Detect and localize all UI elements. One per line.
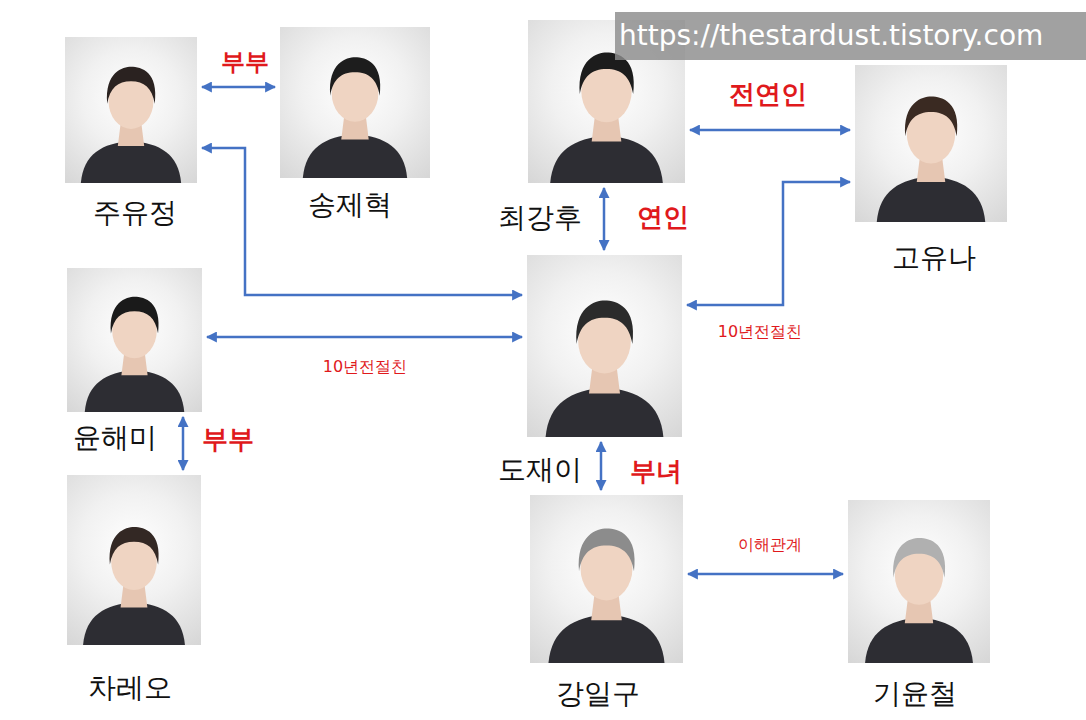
character-portrait: 강일구: [530, 495, 683, 663]
portrait-illustration: [848, 500, 990, 663]
relation-label: 부부: [219, 48, 271, 77]
character-name: 최강후: [498, 201, 582, 235]
relation-label: 10년전절친: [716, 322, 804, 341]
portrait-shape: [110, 527, 159, 565]
relation-arrow: [690, 129, 850, 132]
character-portrait: 기윤철: [848, 500, 990, 663]
portrait-illustration: [65, 37, 197, 183]
relation-label: 전연인: [727, 79, 809, 110]
character-portrait: 차레오: [67, 475, 201, 645]
character-portrait: 도재이: [527, 255, 682, 437]
relation-arrow: [600, 442, 603, 490]
portrait-illustration: [855, 65, 1007, 222]
portrait-shape: [83, 602, 185, 645]
portrait-shape: [905, 96, 957, 136]
relation-label: 부부: [200, 424, 256, 455]
portrait-illustration: [280, 27, 430, 178]
portrait-illustration: [530, 495, 683, 663]
portrait-shape: [548, 614, 664, 663]
portrait-shape: [579, 529, 635, 572]
relation-label: 부녀: [628, 456, 684, 487]
relation-label: 연인: [635, 202, 691, 233]
relation-label: 10년전절친: [321, 357, 409, 376]
character-name: 강일구: [556, 677, 640, 711]
character-name: 도재이: [498, 453, 582, 487]
character-name: 윤해미: [73, 421, 157, 455]
portrait-illustration: [67, 475, 201, 645]
portrait-shape: [111, 297, 159, 334]
character-name: 송제혁: [308, 188, 392, 222]
character-portrait: 주유정: [65, 37, 197, 183]
portrait-shape: [107, 67, 155, 104]
relation-arrow: [687, 182, 850, 305]
character-name: 차레오: [88, 671, 172, 705]
portrait-shape: [865, 618, 973, 663]
character-name: 고유나: [892, 241, 976, 275]
character-name: 주유정: [93, 196, 177, 230]
portrait-shape: [303, 134, 407, 178]
portrait-shape: [576, 301, 633, 344]
portrait-illustration: [527, 255, 682, 437]
watermark: https://thestardust.tistory.com: [615, 12, 1086, 60]
portrait-shape: [330, 57, 380, 95]
relation-arrow: [182, 417, 185, 470]
character-portrait: 송제혁: [280, 27, 430, 178]
relation-arrow: [603, 188, 606, 250]
portrait-shape: [893, 538, 945, 578]
relation-arrow: [688, 573, 843, 576]
relation-arrow: [202, 86, 275, 89]
character-name: 기윤철: [873, 677, 957, 711]
portrait-shape: [85, 370, 184, 412]
relation-arrow: [207, 336, 522, 339]
portrait-shape: [81, 141, 181, 183]
portrait-shape: [546, 387, 664, 437]
relation-label: 이해관계: [736, 535, 804, 554]
portrait-shape: [550, 136, 663, 183]
portrait-shape: [877, 176, 985, 222]
character-portrait: 윤해미: [67, 268, 202, 412]
character-portrait: 고유나: [855, 65, 1007, 222]
portrait-illustration: [67, 268, 202, 412]
